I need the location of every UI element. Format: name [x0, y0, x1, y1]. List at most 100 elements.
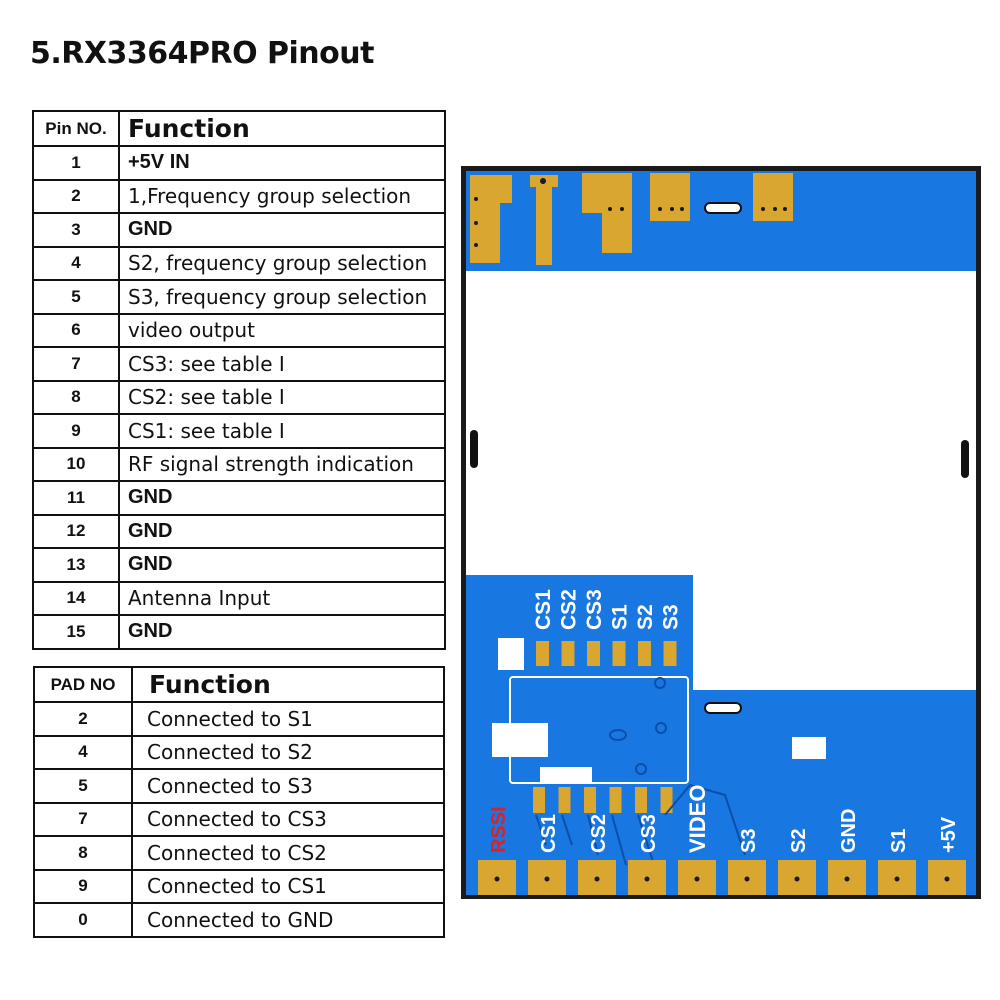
page-title: 5.RX3364PRO Pinout — [30, 36, 374, 71]
top-oval-slot — [704, 202, 742, 214]
upper-pad-row — [536, 641, 677, 666]
top-pad-1 — [470, 175, 512, 263]
bottom-pad-dot — [694, 876, 700, 882]
bottom-pad-dot — [894, 876, 900, 882]
bottom-pad-dot — [544, 876, 550, 882]
white-square-pad — [498, 638, 524, 670]
bottom-pad-dot — [644, 876, 650, 882]
bottom-pad-dot — [944, 876, 950, 882]
pad-number: 2 — [33, 701, 133, 737]
top-pads — [470, 173, 793, 265]
lower-pin-label: RSSI — [488, 806, 510, 853]
lower-pin-label: S3 — [738, 829, 760, 853]
pin-number: 1 — [32, 145, 120, 181]
pad-number: 7 — [33, 801, 133, 837]
upper-small-pad — [561, 641, 575, 666]
upper-pin-label: S3 — [660, 604, 683, 630]
pad-number: 4 — [33, 734, 133, 770]
pad-number-header: PAD NO — [33, 666, 133, 703]
pin-number: 10 — [32, 446, 120, 482]
pin-table-row: 1+5V IN — [32, 145, 446, 181]
pin-function: video output — [118, 312, 446, 348]
pad-function: Connected to S1 — [131, 701, 445, 737]
pin-function: +5V IN — [118, 145, 446, 181]
lower-small-pad — [584, 787, 596, 813]
pin-number: 5 — [32, 279, 120, 315]
upper-pin-label: S1 — [609, 604, 632, 630]
upper-small-pad — [638, 641, 651, 666]
pin-number: 8 — [32, 379, 120, 415]
bottom-pad-row — [478, 860, 966, 895]
bottom-pad-dot — [744, 876, 750, 882]
top-pad-4 — [650, 173, 690, 221]
top-pad-2 — [530, 175, 558, 265]
pin-function: Antenna Input — [118, 580, 446, 616]
lower-pin-label: CS3 — [638, 814, 660, 853]
pad-number: 5 — [33, 768, 133, 804]
pin-function: GND — [118, 480, 446, 516]
pin-number: 4 — [32, 245, 120, 281]
pin-number: 3 — [32, 212, 120, 248]
pin-number: 6 — [32, 312, 120, 348]
pin-number: 2 — [32, 178, 120, 214]
pin-function: 1,Frequency group selection — [118, 178, 446, 214]
pin-function: CS1: see table I — [118, 413, 446, 449]
pad-number: 9 — [33, 868, 133, 904]
upper-small-pad — [612, 641, 626, 666]
bottom-pad-dot — [794, 876, 800, 882]
upper-pin-label: CS3 — [583, 589, 606, 630]
lower-pin-label: GND — [838, 809, 860, 853]
pad-function: Connected to CS1 — [131, 868, 445, 904]
lower-small-pad — [609, 787, 622, 813]
lower-pin-label: +5V — [938, 816, 960, 853]
lower-label-row: RSSI CS1 CS2 CS3 VIDEO S3 S2 GND S1 +5V — [488, 785, 960, 853]
pin-number: 7 — [32, 346, 120, 382]
lower-pin-label: VIDEO — [685, 785, 710, 853]
top-pad-dots — [474, 178, 787, 247]
pin-function: CS3: see table I — [118, 346, 446, 382]
pin-function: RF signal strength indication — [118, 446, 446, 482]
upper-small-pad — [587, 641, 600, 666]
pin-number: 9 — [32, 413, 120, 449]
pin-function: CS2: see table I — [118, 379, 446, 415]
bottom-pad-dot — [594, 876, 600, 882]
pad-table-header: PAD NO Function — [33, 666, 445, 703]
lower-pin-label: S2 — [788, 829, 810, 853]
pin-number: 12 — [32, 513, 120, 549]
white-block-right — [792, 737, 826, 759]
upper-pin-label: S2 — [634, 604, 657, 630]
lower-pin-label: CS1 — [538, 814, 560, 853]
pin-table-header: Pin NO. Function — [32, 110, 446, 147]
lower-small-pad — [533, 787, 545, 813]
pin-function: GND — [118, 212, 446, 248]
upper-pin-label: CS1 — [532, 589, 555, 630]
lower-small-pad — [635, 787, 647, 813]
upper-small-pad — [536, 641, 549, 666]
lower-pin-label: S1 — [888, 829, 910, 853]
left-slot — [470, 430, 478, 468]
pin-function: GND — [118, 547, 446, 583]
lower-small-pad — [558, 787, 571, 813]
upper-small-pad — [663, 641, 677, 666]
top-pad-3 — [582, 173, 632, 253]
pad-function: Connected to GND — [131, 902, 445, 938]
mid-oval-slot — [704, 702, 742, 714]
lower-pin-label: CS2 — [588, 814, 610, 853]
